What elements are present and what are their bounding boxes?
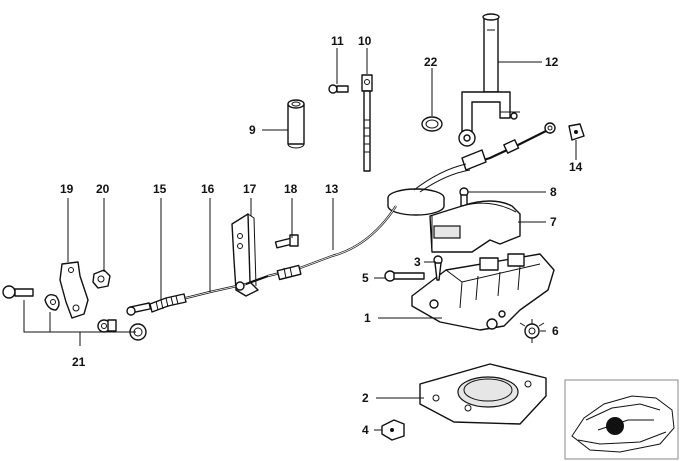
part-20-nut bbox=[92, 269, 111, 289]
part-7-cover bbox=[429, 200, 521, 253]
part-1-housing bbox=[411, 253, 555, 331]
part-21-washer bbox=[44, 293, 60, 311]
callout-3: 3 bbox=[414, 255, 421, 269]
callout-22: 22 bbox=[424, 55, 438, 69]
callout-7: 7 bbox=[550, 215, 557, 229]
part-13-cable bbox=[461, 122, 556, 171]
callout-15: 15 bbox=[153, 182, 167, 196]
part-21-bushing bbox=[97, 319, 117, 333]
part-17-bracket bbox=[231, 213, 259, 297]
part-15-spring bbox=[126, 293, 187, 316]
callout-21: 21 bbox=[72, 355, 86, 369]
callout-9: 9 bbox=[249, 123, 256, 137]
part-9-bushing bbox=[287, 99, 305, 149]
part-5-pin bbox=[384, 270, 425, 282]
part-8-screw bbox=[459, 187, 469, 207]
part-10-rod bbox=[361, 74, 373, 172]
callout-12: 12 bbox=[545, 55, 559, 69]
part-14-clip bbox=[568, 123, 585, 141]
shift-boot bbox=[387, 163, 471, 216]
vehicle-location-inset bbox=[564, 379, 679, 460]
callout-2: 2 bbox=[362, 391, 369, 405]
callout-20: 20 bbox=[96, 182, 110, 196]
part-12-selector-lever bbox=[458, 13, 520, 147]
callout-1: 1 bbox=[364, 311, 371, 325]
callout-19: 19 bbox=[60, 182, 74, 196]
callout-10: 10 bbox=[358, 34, 372, 48]
callout-8: 8 bbox=[550, 185, 557, 199]
part-18-bolt bbox=[274, 234, 299, 249]
leader-lines bbox=[23, 48, 577, 431]
part-11-bolt bbox=[328, 84, 349, 94]
callout-18: 18 bbox=[284, 182, 298, 196]
part-21-bolt bbox=[2, 285, 34, 299]
location-marker bbox=[606, 417, 624, 435]
callout-16: 16 bbox=[201, 182, 215, 196]
part-2-gasket bbox=[419, 363, 547, 425]
part-6-washer bbox=[519, 319, 545, 343]
callout-6: 6 bbox=[552, 324, 559, 338]
callout-5: 5 bbox=[362, 271, 369, 285]
part-22-o-ring bbox=[421, 116, 443, 132]
callout-13: 13 bbox=[325, 182, 339, 196]
callout-labels: 11 10 22 12 9 14 8 7 19 20 15 16 17 18 1… bbox=[60, 34, 583, 437]
part-13-cable-lower bbox=[267, 205, 397, 281]
callout-14: 14 bbox=[569, 160, 583, 174]
callout-11: 11 bbox=[331, 34, 344, 48]
callout-4: 4 bbox=[362, 423, 369, 437]
part-19-lever bbox=[59, 261, 89, 319]
callout-17: 17 bbox=[243, 182, 257, 196]
part-4-clip-nut bbox=[381, 419, 405, 441]
